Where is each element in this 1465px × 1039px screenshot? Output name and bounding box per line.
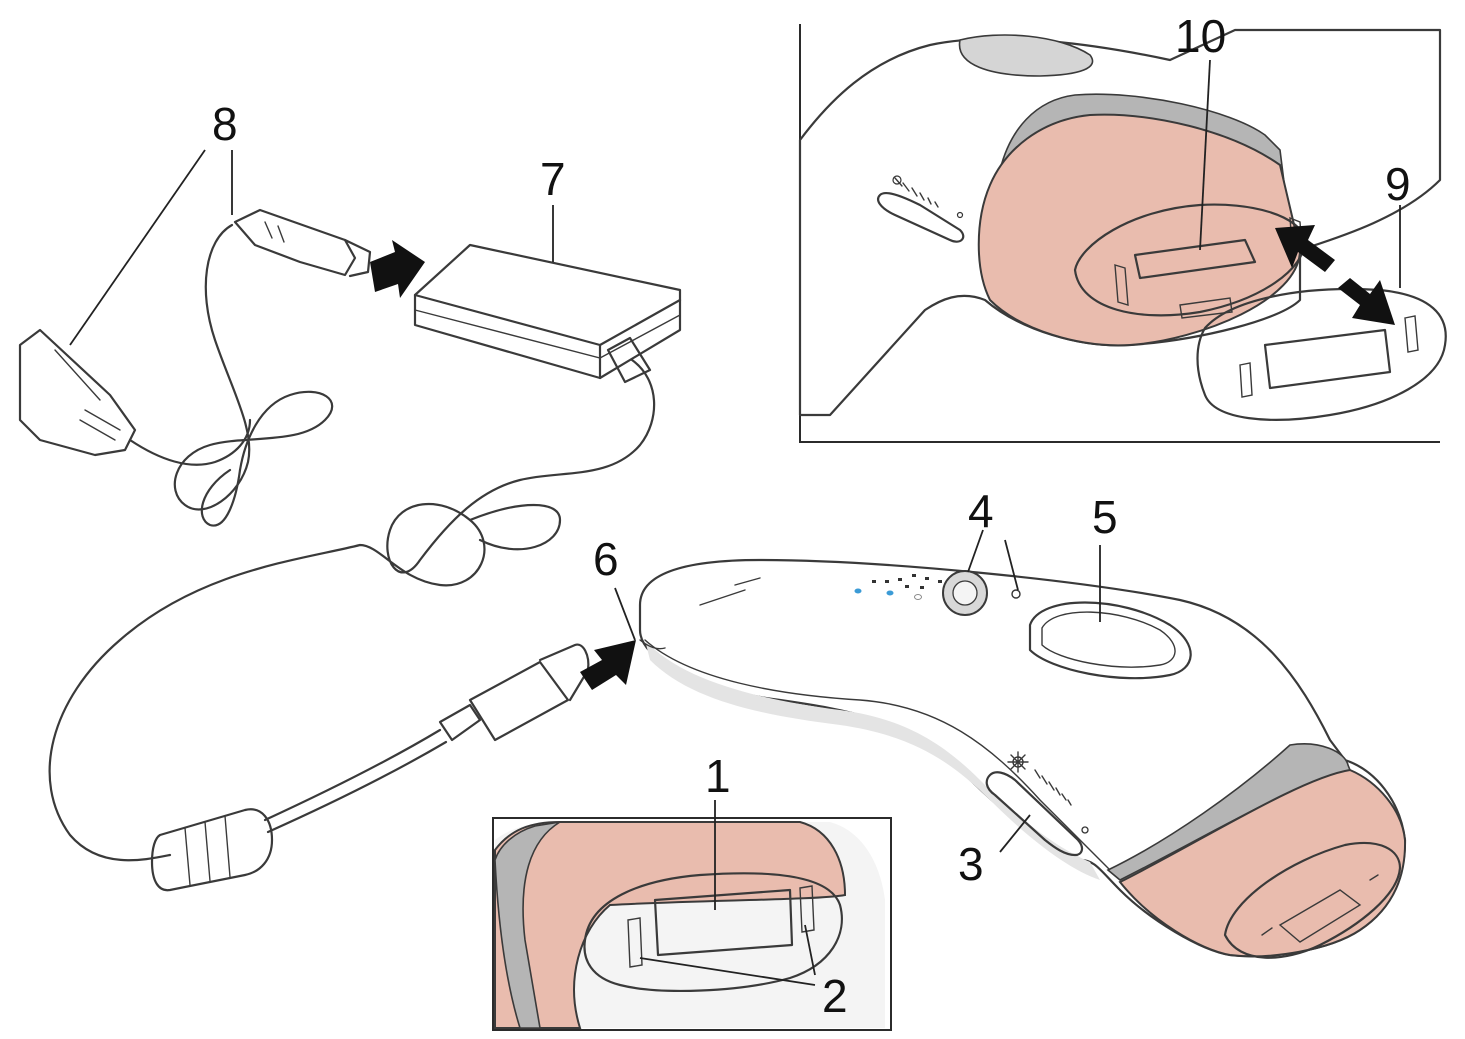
- ferrite-core: [150, 808, 274, 892]
- indicator-leds: [854, 574, 942, 600]
- callout-4: 4: [968, 485, 994, 537]
- callout-6: 6: [593, 533, 619, 585]
- callouts: 8 7 10 9 4 5 6 3 1 2: [212, 10, 1411, 1022]
- inset-head-attachment: [798, 24, 1447, 443]
- callout-7: 7: [540, 153, 566, 205]
- callout-8: 8: [212, 98, 238, 150]
- callout-5: 5: [1092, 491, 1118, 543]
- callout-3: 3: [958, 838, 984, 890]
- intensity-sun-icon: [1007, 751, 1029, 773]
- callout-1: 1: [705, 750, 731, 802]
- dc-connector: [438, 643, 590, 742]
- power-cable: [48, 223, 656, 862]
- callout-2: 2: [822, 970, 848, 1022]
- detach-arrow-icon: [1275, 225, 1395, 325]
- push-arrow-icon: [580, 640, 636, 690]
- ipl-handset: [638, 558, 1407, 959]
- power-adapter: [413, 243, 682, 384]
- inset-treatment-window: [492, 817, 892, 1031]
- adapter-inlet-plug: [233, 208, 372, 278]
- callout-9: 9: [1385, 158, 1411, 210]
- mains-plug: [18, 328, 137, 457]
- callout-10: 10: [1175, 10, 1226, 62]
- push-arrow-icon: [370, 240, 425, 298]
- leader-lines: [69, 59, 1401, 986]
